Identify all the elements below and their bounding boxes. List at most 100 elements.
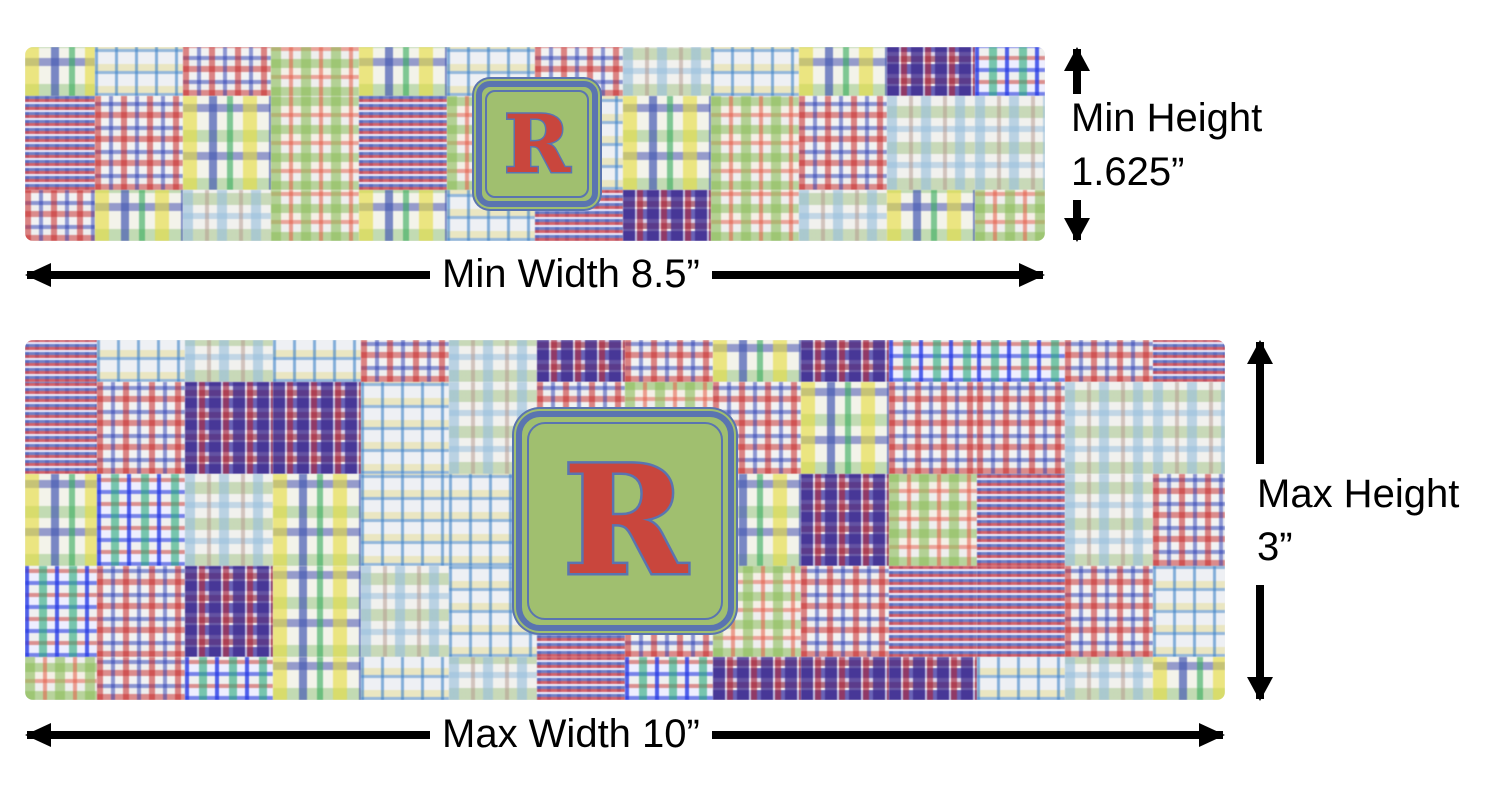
plaid-patch — [185, 566, 273, 657]
monogram-letter-max: R — [560, 431, 690, 612]
plaid-patch — [1065, 340, 1153, 382]
plaid-patch — [977, 566, 1065, 657]
plaid-patch — [25, 566, 97, 657]
monogram-letter-min: R — [502, 96, 572, 193]
plaid-patch — [97, 474, 185, 566]
plaid-patch — [273, 340, 361, 382]
plaid-patch — [713, 657, 801, 700]
plaid-patch — [359, 190, 447, 241]
plaid-patch — [1065, 657, 1153, 700]
plaid-patch — [801, 382, 889, 474]
max-width-label: Max Width 10” — [430, 712, 712, 756]
plaid-patch — [801, 566, 889, 657]
plaid-patch — [449, 340, 537, 382]
plaid-patch — [95, 96, 183, 190]
plaid-patch — [623, 47, 711, 96]
plaid-patch — [95, 190, 183, 241]
monogram-badge-max: R — [516, 411, 734, 631]
plaid-patch — [25, 190, 95, 241]
plaid-patch — [1065, 566, 1153, 657]
plaid-patch — [25, 96, 95, 190]
plaid-patch — [625, 340, 713, 382]
plaid-patch — [97, 382, 185, 474]
plaid-patch — [801, 474, 889, 566]
plaid-patch — [359, 47, 447, 96]
plaid-patch — [273, 657, 361, 700]
plaid-patch — [273, 566, 361, 657]
plaid-patch — [185, 657, 273, 700]
plaid-patch — [185, 382, 273, 474]
plaid-patch — [711, 190, 799, 241]
plaid-patch — [1153, 340, 1225, 382]
plaid-patch — [889, 382, 977, 474]
plaid-patch — [977, 657, 1065, 700]
plaid-patch — [711, 96, 799, 190]
plaid-patch — [361, 657, 449, 700]
plaid-patch — [1065, 382, 1153, 474]
plaid-patch — [359, 96, 447, 190]
plaid-patch — [537, 340, 625, 382]
plaid-patch — [25, 474, 97, 566]
plaid-patch — [889, 474, 977, 566]
plaid-patch — [271, 47, 359, 96]
min-width-label: Min Width 8.5” — [430, 252, 712, 296]
plaid-patch — [361, 340, 449, 382]
plaid-patch — [977, 474, 1065, 566]
monogram-badge-min: R — [476, 81, 598, 207]
plaid-patch — [887, 96, 975, 190]
plaid-patch — [183, 190, 271, 241]
min-height-label-line2: 1.625” — [1071, 150, 1185, 194]
plaid-patch — [25, 47, 95, 96]
max-height-arrow-top — [1247, 340, 1273, 464]
plaid-patch — [183, 47, 271, 96]
plaid-patch — [799, 96, 887, 190]
plaid-patch — [97, 657, 185, 700]
plaid-patch — [977, 340, 1065, 382]
plaid-patch — [887, 190, 975, 241]
min-height-arrow-bottom — [1064, 200, 1090, 242]
plaid-patch — [711, 47, 799, 96]
plaid-patch — [889, 657, 977, 700]
plaid-patch — [1065, 474, 1153, 566]
max-size-mat-preview — [25, 340, 1225, 700]
min-height-label-line1: Min Height — [1071, 96, 1263, 140]
plaid-patch — [1153, 474, 1225, 566]
max-height-label-line1: Max Height — [1257, 472, 1460, 516]
plaid-patch — [799, 190, 887, 241]
plaid-patch — [975, 47, 1045, 96]
min-height-arrow-top — [1064, 47, 1090, 94]
plaid-patch — [977, 382, 1065, 474]
plaid-patch — [271, 96, 359, 190]
plaid-patch — [361, 382, 449, 474]
plaid-patch — [273, 474, 361, 566]
plaid-patch — [25, 340, 97, 382]
plaid-patch — [1153, 382, 1225, 474]
plaid-patch — [1153, 657, 1225, 700]
max-height-arrow-bottom — [1247, 585, 1273, 701]
max-height-label-line2: 3” — [1257, 525, 1293, 569]
plaid-patch — [185, 340, 273, 382]
plaid-patch — [975, 190, 1045, 241]
plaid-patch — [25, 657, 97, 700]
plaid-patch — [889, 566, 977, 657]
plaid-patch — [183, 96, 271, 190]
plaid-patch — [97, 566, 185, 657]
plaid-patch — [625, 657, 713, 700]
plaid-patch — [273, 382, 361, 474]
plaid-patch — [25, 382, 97, 474]
plaid-patch — [537, 657, 625, 700]
plaid-patch — [801, 657, 889, 700]
plaid-patch — [271, 190, 359, 241]
plaid-patch — [623, 96, 711, 190]
plaid-patch — [361, 474, 449, 566]
plaid-patch — [95, 47, 183, 96]
plaid-patch — [887, 47, 975, 96]
plaid-patch — [889, 340, 977, 382]
plaid-patch — [623, 190, 711, 241]
plaid-patch — [975, 96, 1045, 190]
plaid-patch — [97, 340, 185, 382]
plaid-patch — [185, 474, 273, 566]
plaid-patch — [713, 340, 801, 382]
plaid-patch — [1153, 566, 1225, 657]
plaid-patch — [799, 47, 887, 96]
